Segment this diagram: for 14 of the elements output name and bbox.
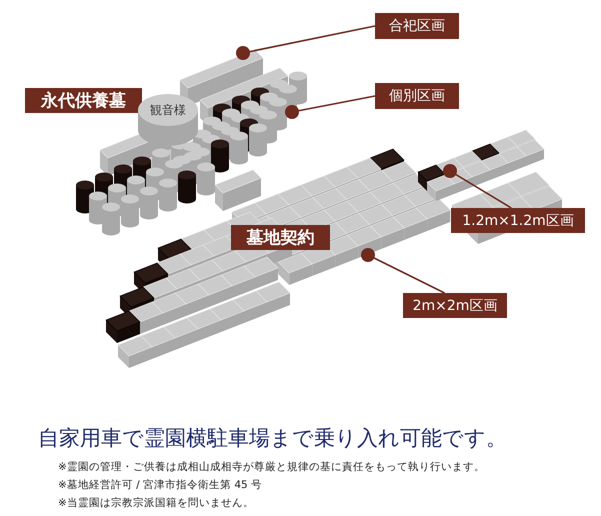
- section-label: 永代供養墓: [25, 88, 142, 113]
- callout-box: 2m×2m区画: [403, 293, 507, 318]
- callout-box: 個別区画: [375, 83, 459, 109]
- headline: 自家用車で霊園横駐車場まで乗り入れ可能です。: [38, 425, 507, 452]
- note: ※当霊園は宗教宗派国籍を問いません。: [58, 496, 254, 510]
- callout-box: 1.2m×1.2m区画: [451, 208, 585, 233]
- leader-line: [443, 164, 512, 209]
- note: ※墓地経営許可 / 宮津市指令衛生第 45 号: [58, 478, 262, 492]
- leader-line: [236, 25, 376, 60]
- leader-line: [361, 248, 445, 294]
- section-label: 墓地契約: [231, 225, 330, 250]
- callout-box: 合祀区画: [375, 13, 459, 39]
- leader-line: [285, 95, 376, 119]
- note: ※霊園の管理・ご供養は成相山成相寺が尊厳と規律の基に責任をもって執り行います。: [58, 460, 485, 474]
